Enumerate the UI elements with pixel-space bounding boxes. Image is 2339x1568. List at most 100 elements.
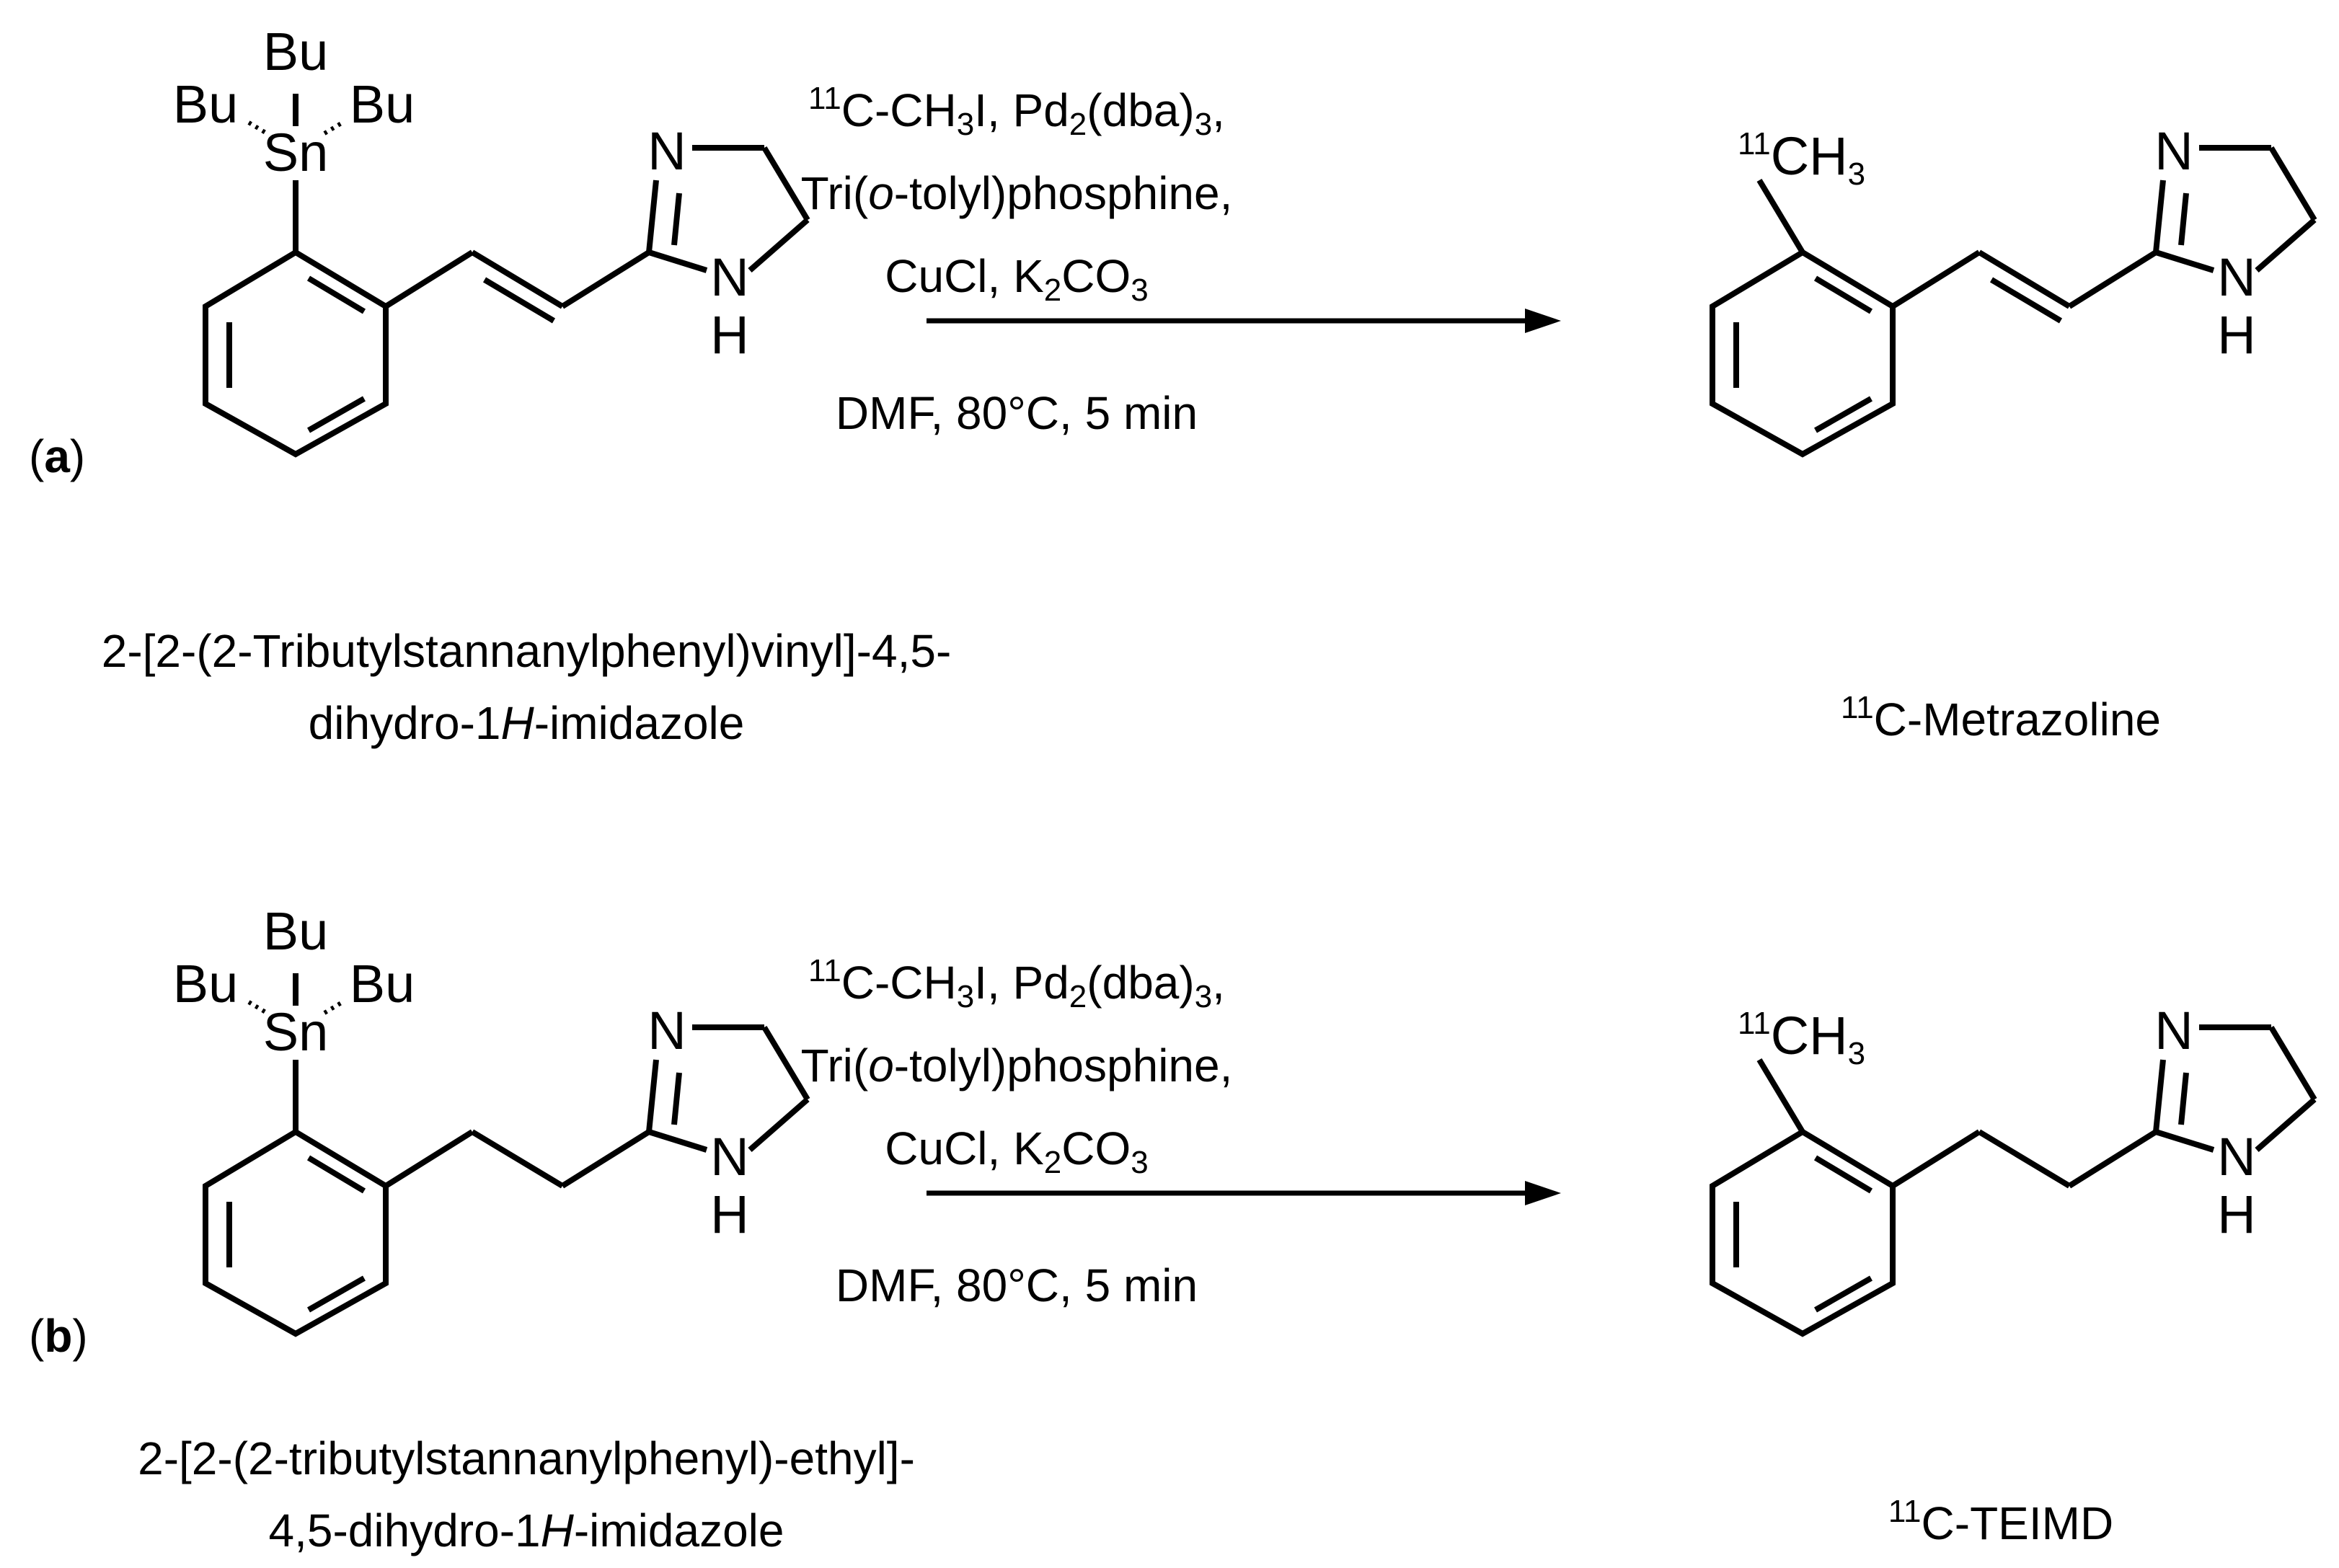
bu-top: Bu <box>263 901 329 961</box>
sn-bu-left-bond <box>247 1000 268 1015</box>
product-b-structure: 11CH3 N N H <box>1710 1001 2317 1337</box>
atom-h: H <box>2217 1184 2255 1244</box>
atom-n1: N <box>2217 247 2255 307</box>
vinyl-imidazoline-bond <box>560 249 651 309</box>
benzene-ring <box>203 249 389 458</box>
panel-a: Sn Bu Bu Bu N N H (a) <box>29 22 2317 749</box>
conditions-b-line1: 11C-CH3I, Pd2(dba)3, <box>808 953 1225 1014</box>
imidazoline-c5-n1 <box>2255 1097 2317 1153</box>
vinyl-double-bond <box>1977 249 2072 309</box>
imidazoline-c4-c5 <box>761 146 810 222</box>
imidazoline-n1-c2 <box>647 1129 708 1153</box>
bu-right: Bu <box>350 954 415 1014</box>
imidazoline-c5-n1 <box>748 217 810 273</box>
methyl-group: 11CH3 <box>1738 126 1865 192</box>
bu-left: Bu <box>173 954 239 1014</box>
reactant-b-name-line2: 4,5-dihydro-1H-imidazole <box>269 1505 784 1556</box>
ethyl-imidazoline-bond <box>2067 1129 2158 1189</box>
benzene-ring <box>203 1128 389 1337</box>
conditions-a: 11C-CH3I, Pd2(dba)3, Tri(o-tolyl)phosphi… <box>801 81 1561 439</box>
vinyl-double-bond-inner <box>1989 277 2063 324</box>
imidazoline-c2-n3-double <box>2153 180 2166 253</box>
methyl-bond <box>1756 1058 1805 1134</box>
imidazoline-c2-n3-double <box>646 180 659 253</box>
conditions-a-line2: Tri(o-tolyl)phosphine, <box>801 167 1233 219</box>
atom-h: H <box>2217 305 2255 365</box>
sn-bu-right-bond <box>323 120 344 136</box>
vinyl-imidazoline-bond <box>2067 249 2158 309</box>
imidazoline-c2-n3-inner <box>2178 192 2189 246</box>
imidazoline-c4-c5 <box>2268 1025 2317 1102</box>
product-a-structure: 11CH3 N N H <box>1710 121 2317 458</box>
sn-atom: Sn <box>263 1002 329 1062</box>
ethyl-bond <box>470 1129 565 1189</box>
aromatic-inner-bond <box>307 396 366 433</box>
methyl-bond <box>1756 178 1805 254</box>
arrowhead-b <box>1525 1181 1561 1205</box>
ethyl-imidazoline-bond <box>560 1129 651 1189</box>
vinyl-double-bond <box>470 249 565 309</box>
imidazoline-c2-n3-double <box>2153 1059 2166 1133</box>
vinyl-double-bond-inner <box>482 277 556 324</box>
ethyl-bond <box>1977 1129 2072 1189</box>
conditions-a-line1: 11C-CH3I, Pd2(dba)3, <box>808 81 1225 142</box>
sn-atom: Sn <box>263 123 329 182</box>
panel-b: Sn Bu Bu Bu N N H (b) 1 <box>29 901 2317 1556</box>
reactant-b-name-line1: 2-[2-(2-tributylstannanylphenyl)-ethyl]- <box>138 1432 915 1484</box>
benzene-ring <box>1710 1128 1896 1337</box>
aryl-vinyl-bond <box>1891 249 1981 309</box>
bu-left: Bu <box>173 74 239 134</box>
sn-bu-right-bond <box>323 1000 344 1015</box>
imidazoline-c4-c5 <box>761 1025 810 1102</box>
atom-n1: N <box>2217 1127 2255 1187</box>
imidazoline-n1-c2 <box>2154 1129 2215 1153</box>
aryl-ethyl-bond <box>384 1129 474 1189</box>
reactant-a-structure: Sn Bu Bu Bu N N H <box>173 22 810 458</box>
imidazoline-c4-c5 <box>2268 146 2317 222</box>
aromatic-inner-bond <box>1813 275 1873 314</box>
bu-top: Bu <box>263 22 329 81</box>
conditions-b-line3: CuCl, K2CO3 <box>885 1122 1148 1180</box>
imidazoline-c2-n3-inner <box>671 192 682 246</box>
reactant-a-name-line1: 2-[2-(2-Tributylstannanylphenyl)vinyl]-4… <box>102 625 952 677</box>
aromatic-inner-bond <box>1814 396 1872 433</box>
benzene-ring <box>1710 249 1896 458</box>
imidazoline-c5-n1 <box>748 1097 810 1153</box>
atom-h: H <box>710 305 748 365</box>
panel-a-label: (a) <box>29 430 85 482</box>
sn-bu-left-bond <box>247 120 268 136</box>
conditions-a-line4: DMF, 80°C, 5 min <box>836 387 1198 439</box>
atom-n1: N <box>710 247 748 307</box>
panel-b-label: (b) <box>29 1310 88 1362</box>
imidazoline-c5-n1 <box>2255 217 2317 273</box>
product-a-name: 11C-Metrazoline <box>1841 690 2161 745</box>
aromatic-inner-bond <box>1813 1155 1873 1194</box>
aromatic-inner-bond <box>307 1275 366 1313</box>
aryl-vinyl-bond <box>384 249 474 309</box>
bu-right: Bu <box>350 74 415 134</box>
arrowhead-a <box>1525 309 1561 333</box>
atom-h: H <box>710 1184 748 1244</box>
aromatic-inner-bond <box>1814 1275 1872 1313</box>
aromatic-inner-bond <box>306 275 366 314</box>
atom-n1: N <box>710 1127 748 1187</box>
imidazoline-n1-c2 <box>647 249 708 273</box>
conditions-b-line2: Tri(o-tolyl)phosphine, <box>801 1040 1233 1091</box>
aryl-ethyl-bond <box>1891 1129 1981 1189</box>
reactant-b-structure: Sn Bu Bu Bu N N H <box>173 901 810 1337</box>
conditions-a-line3: CuCl, K2CO3 <box>885 250 1148 308</box>
imidazoline-n1-c2 <box>2154 249 2215 273</box>
product-b-name: 11C-TEIMD <box>1888 1494 2113 1549</box>
imidazoline-c2-n3-inner <box>671 1072 682 1125</box>
atom-n3: N <box>2154 1001 2193 1060</box>
atom-n3: N <box>647 121 686 181</box>
aromatic-inner-bond <box>306 1155 366 1194</box>
atom-n3: N <box>647 1001 686 1060</box>
reactant-a-name-line2: dihydro-1H-imidazole <box>309 697 745 749</box>
conditions-b: 11C-CH3I, Pd2(dba)3, Tri(o-tolyl)phosphi… <box>801 953 1561 1311</box>
imidazoline-c2-n3-inner <box>2178 1072 2189 1125</box>
imidazoline-c2-n3-double <box>646 1059 659 1133</box>
atom-n3: N <box>2154 121 2193 181</box>
conditions-b-line4: DMF, 80°C, 5 min <box>836 1259 1198 1311</box>
